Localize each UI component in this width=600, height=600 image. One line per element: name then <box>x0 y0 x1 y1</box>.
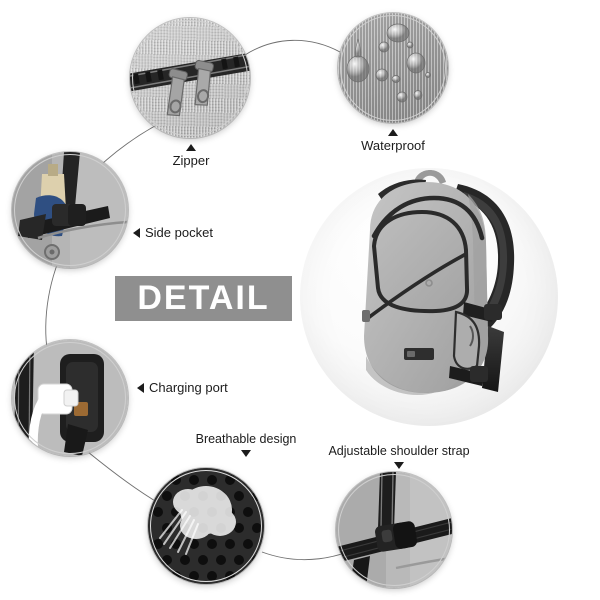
charging-port-photo <box>12 340 128 456</box>
triangle-up-icon <box>388 129 398 136</box>
feature-label-side-pocket: Side pocket <box>133 225 213 241</box>
feature-label-breathable-text: Breathable design <box>195 432 297 446</box>
zipper-photo <box>130 18 250 138</box>
triangle-down-icon <box>394 462 404 470</box>
feature-label-zipper: Zipper <box>156 144 226 169</box>
feature-label-zipper-text: Zipper <box>172 153 210 168</box>
breathable-mesh-photo <box>148 468 264 584</box>
triangle-left-icon <box>133 228 140 239</box>
feature-label-waterproof: Waterproof <box>358 129 428 154</box>
feature-label-breathable: Breathable design <box>190 432 302 458</box>
feature-circle-zipper[interactable] <box>130 18 250 138</box>
feature-circle-charging-port[interactable] <box>12 340 128 456</box>
wire-zipper-to-waterproof <box>244 39 341 56</box>
backpack-product-image <box>362 170 515 396</box>
feature-circle-shoulder-strap[interactable] <box>336 472 452 588</box>
shoulder-strap-photo <box>336 472 452 588</box>
feature-label-side-pocket-text: Side pocket <box>145 225 213 240</box>
feature-circle-breathable[interactable] <box>148 468 264 584</box>
feature-label-shoulder-strap-text: Adjustable shoulder strap <box>328 444 470 458</box>
feature-label-charging-port-text: Charging port <box>149 380 228 395</box>
feature-circle-side-pocket[interactable] <box>12 152 128 268</box>
side-pocket-photo <box>12 152 128 268</box>
triangle-left-icon <box>137 383 144 394</box>
feature-circle-waterproof[interactable] <box>338 13 448 123</box>
waterproof-photo <box>338 13 448 123</box>
detail-banner-text: DETAIL <box>137 279 270 317</box>
feature-label-waterproof-text: Waterproof <box>361 138 425 153</box>
feature-label-charging-port: Charging port <box>137 380 228 396</box>
triangle-up-icon <box>186 144 196 151</box>
feature-label-shoulder-strap: Adjustable shoulder strap <box>323 444 475 470</box>
detail-banner: DETAIL <box>115 276 292 321</box>
triangle-down-icon <box>241 450 251 458</box>
